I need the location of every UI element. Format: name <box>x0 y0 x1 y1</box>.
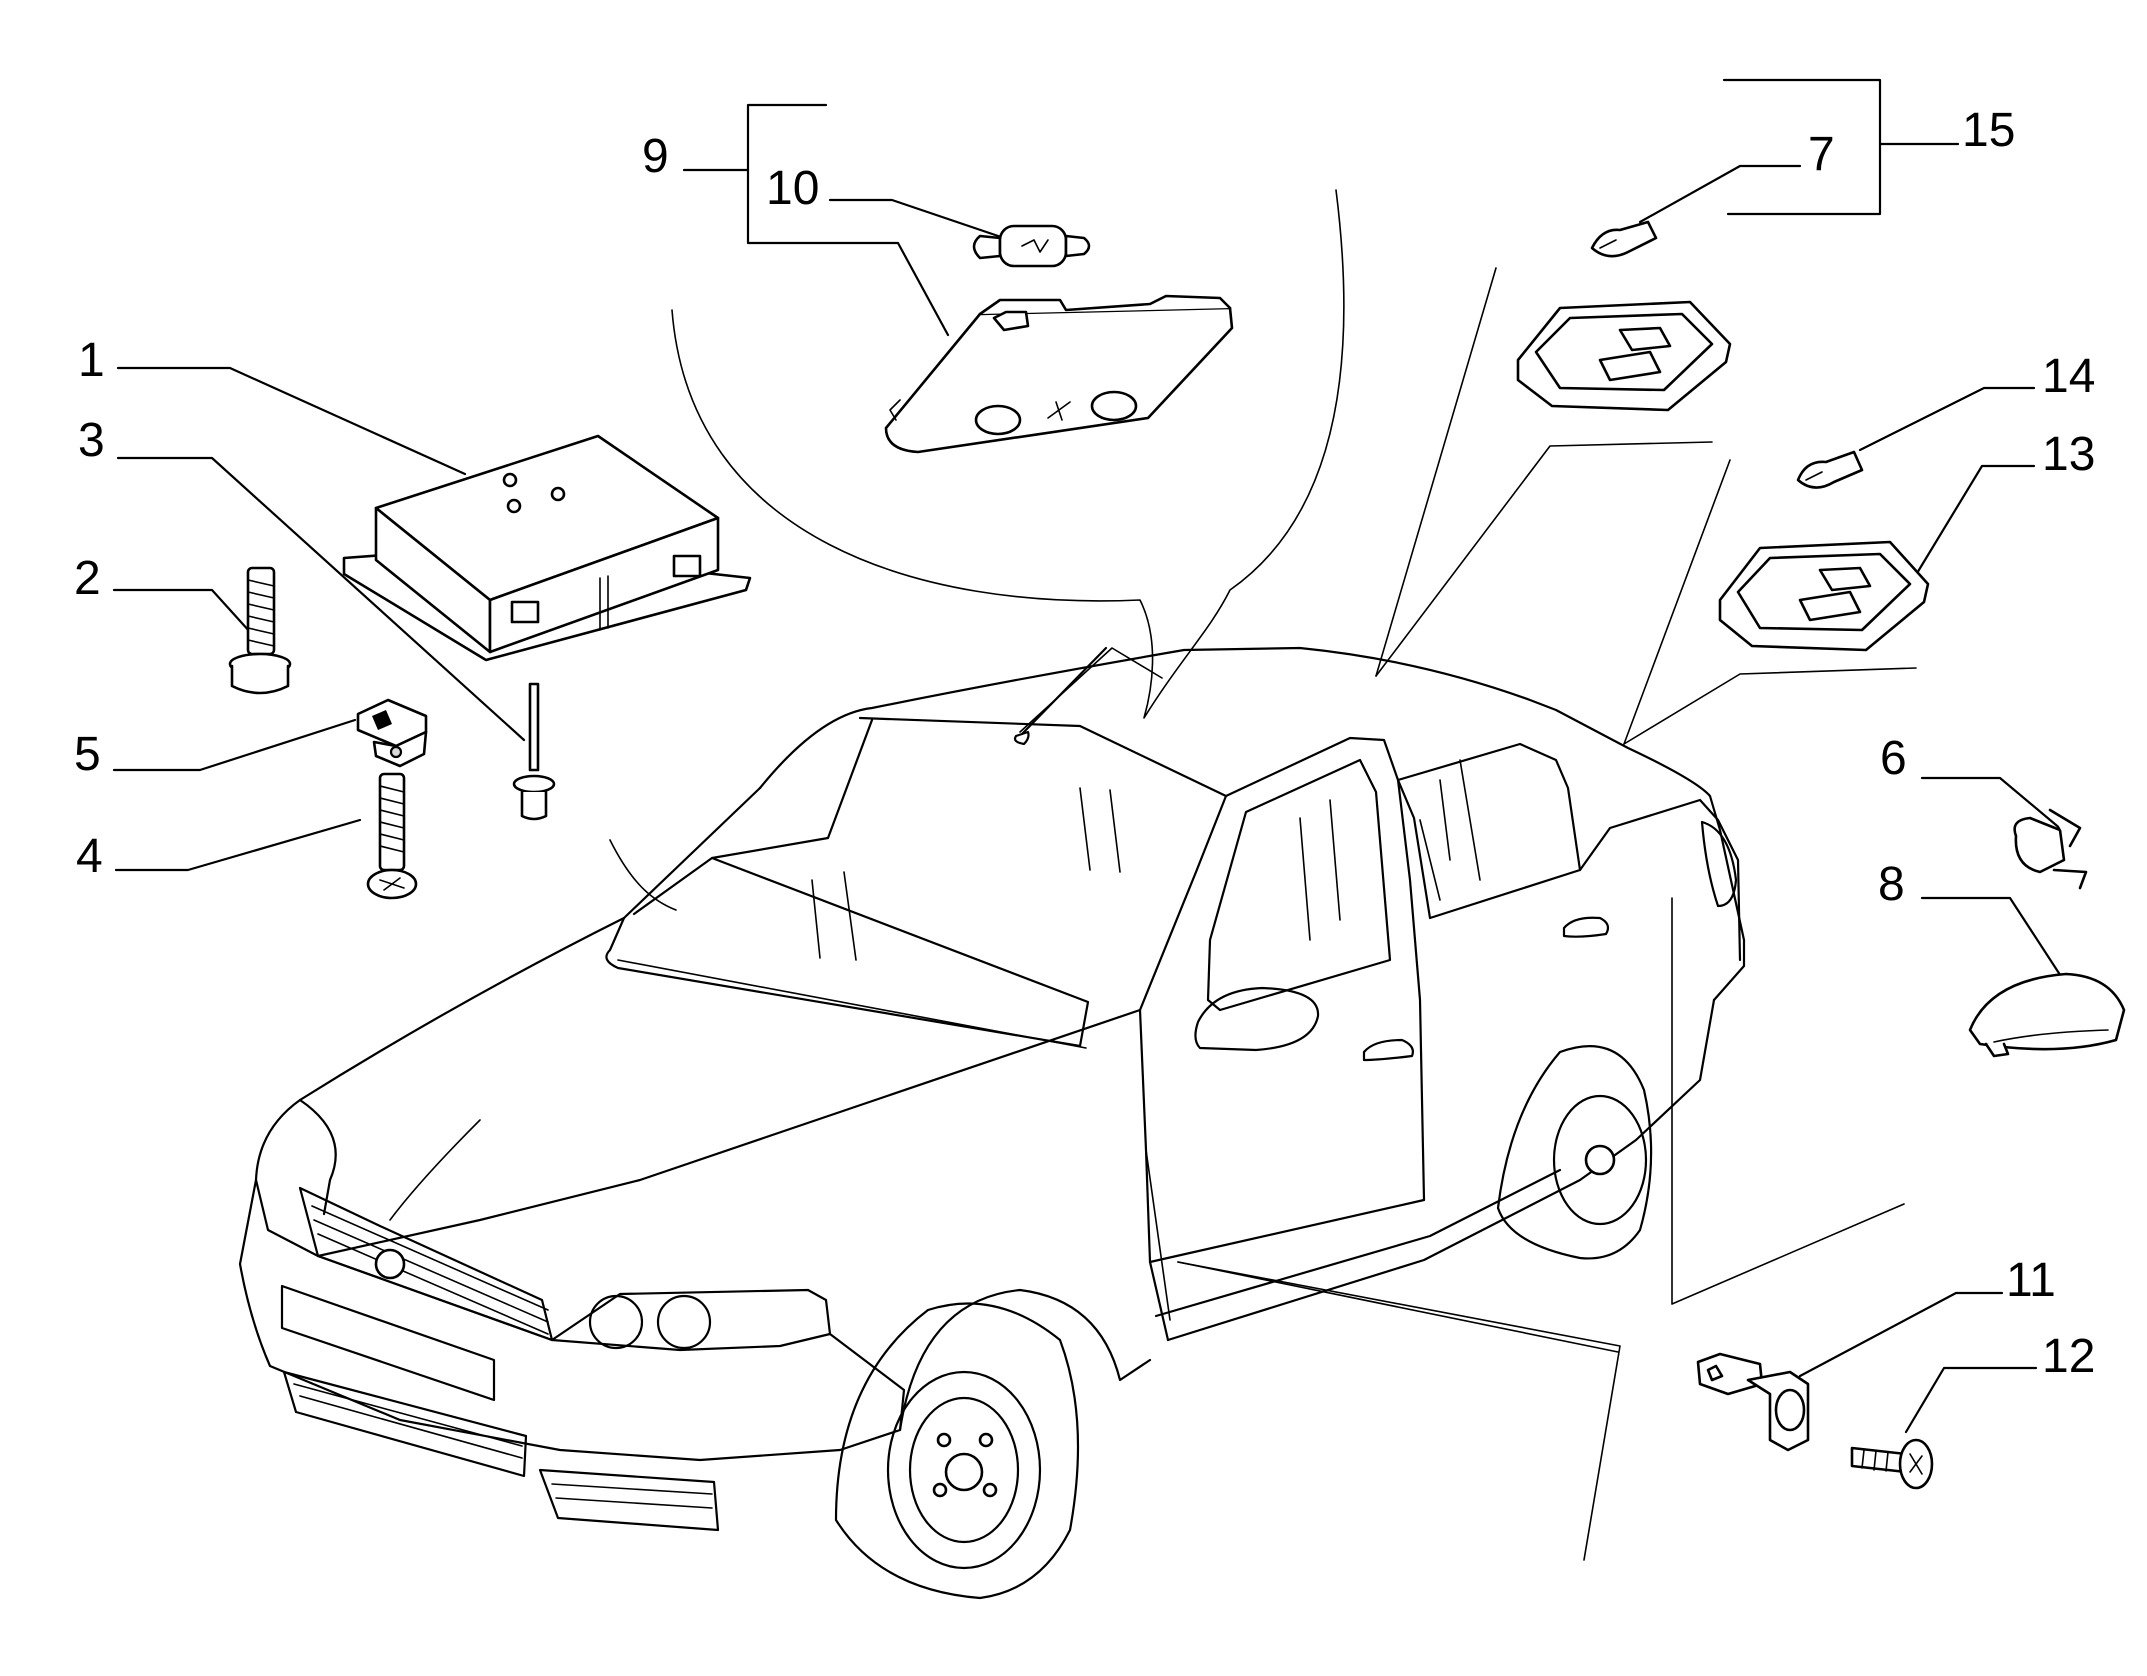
callout-7: 7 <box>1808 128 1835 181</box>
lens-cover-part <box>1968 972 2126 1058</box>
wedge-bulb-part-7 <box>1590 220 1658 258</box>
clip-part <box>2013 808 2088 890</box>
callout-10: 10 <box>766 162 819 215</box>
callout-labels: 1 3 2 5 4 9 10 7 15 14 13 6 8 11 12 <box>74 104 2095 1383</box>
leader-lines <box>112 78 2068 1561</box>
flange-bolt-part <box>228 566 292 695</box>
callout-2: 2 <box>74 552 101 605</box>
screw-part <box>366 772 418 900</box>
callout-11: 11 <box>2006 1254 2056 1307</box>
car-illustration <box>238 646 1746 1600</box>
rivet-part <box>512 682 556 821</box>
callout-12: 12 <box>2042 1330 2095 1383</box>
screw-part-12 <box>1850 1438 1934 1490</box>
wedge-bulb-part-14 <box>1796 450 1864 489</box>
callout-3: 3 <box>78 414 105 467</box>
callout-8: 8 <box>1878 858 1905 911</box>
festoon-bulb-part <box>972 224 1091 268</box>
callout-6: 6 <box>1880 732 1907 785</box>
callout-14: 14 <box>2042 350 2095 403</box>
courtesy-lamp-housing-13 <box>1718 540 1930 652</box>
callout-4: 4 <box>76 830 103 883</box>
callout-9: 9 <box>642 130 669 183</box>
clip-nut-part <box>356 698 428 768</box>
roof-lamp-part <box>884 294 1234 454</box>
callout-1: 1 <box>78 334 105 387</box>
control-unit-part <box>342 434 752 662</box>
courtesy-lamp-housing-15 <box>1516 300 1732 412</box>
callout-15: 15 <box>1962 104 2015 157</box>
callout-5: 5 <box>74 728 101 781</box>
callout-13: 13 <box>2042 428 2095 481</box>
door-switch-part <box>1696 1352 1810 1452</box>
